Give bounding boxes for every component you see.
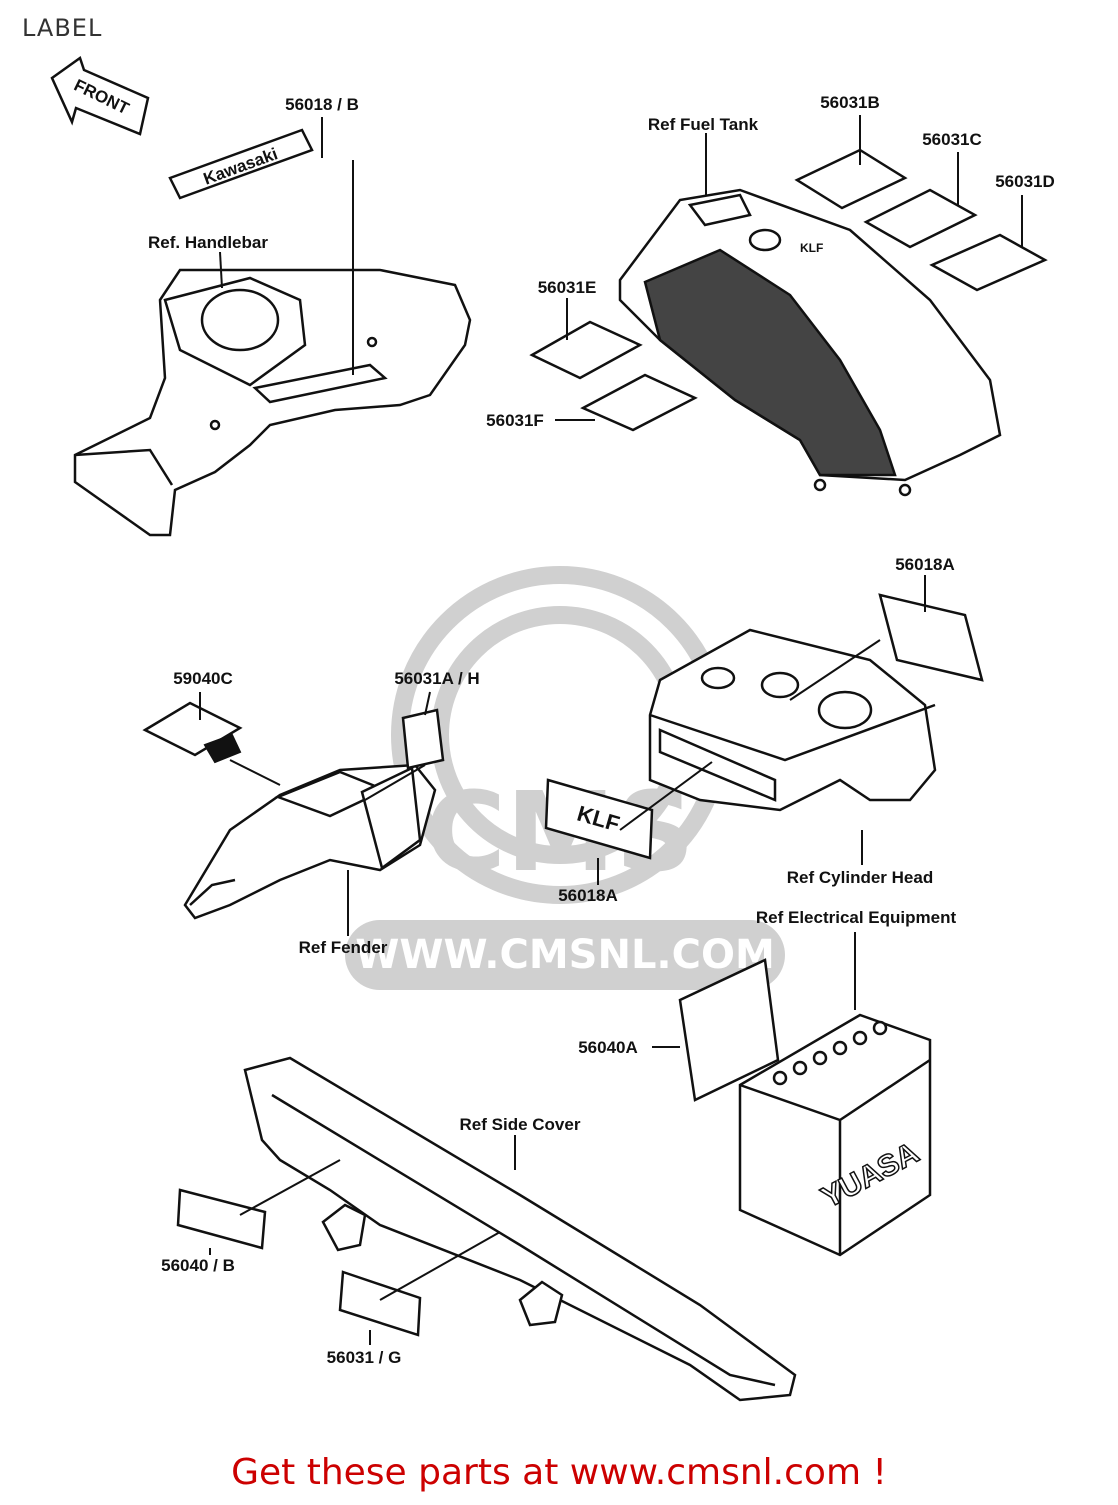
fuel-tank-logo: KLF bbox=[800, 241, 823, 255]
cylinder-head bbox=[648, 628, 937, 812]
cylinder-head-port bbox=[700, 666, 736, 690]
kawasaki-decal-plate bbox=[168, 128, 314, 200]
battery-edges bbox=[739, 1058, 931, 1255]
label-sheet-56040A bbox=[678, 958, 780, 1102]
side-cover-body bbox=[243, 1056, 797, 1402]
fuel-tank-mount bbox=[898, 483, 912, 497]
side-cover-mount bbox=[321, 1203, 367, 1252]
fuel-tank-filler bbox=[687, 193, 752, 227]
battery: YUASA bbox=[738, 1013, 932, 1257]
label-56031G: 56031 / G bbox=[327, 1348, 402, 1367]
label-ref-handlebar: Ref. Handlebar bbox=[148, 233, 268, 252]
label-56031B: 56031B bbox=[820, 93, 880, 112]
battery-cell-caps bbox=[772, 1020, 888, 1086]
fuel-tank-side-panel bbox=[643, 248, 897, 477]
kawasaki-decal: Kawasaki bbox=[168, 128, 314, 200]
footer-cta[interactable]: Get these parts at www.cmsnl.com ! bbox=[231, 1452, 887, 1493]
label-56018B: 56018 / B bbox=[285, 95, 359, 114]
handlebar-cover-edge bbox=[74, 448, 174, 486]
label-56040A: 56040A bbox=[578, 1038, 638, 1057]
cylinder-head-port bbox=[817, 690, 873, 730]
label-sheet-56018A-top bbox=[878, 593, 984, 682]
fuel-tank: KLF bbox=[618, 188, 1002, 497]
battery-body bbox=[738, 1013, 932, 1257]
label-ref-fender: Ref Fender bbox=[299, 938, 388, 957]
fuel-tank-cap bbox=[748, 228, 782, 252]
klf-decal: KLF bbox=[544, 778, 654, 860]
fender-tip bbox=[189, 878, 236, 906]
label-59040C: 59040C bbox=[173, 669, 233, 688]
front-arrow-shape bbox=[50, 55, 150, 136]
label-sheet-56031G bbox=[338, 1270, 422, 1337]
watermark-url-pill bbox=[345, 920, 785, 990]
label-sheet-56031E bbox=[529, 320, 643, 380]
page-title: LABEL bbox=[22, 14, 103, 42]
label-ref-electrical-equipment: Ref Electrical Equipment bbox=[756, 908, 957, 927]
cylinder-head-intake bbox=[658, 728, 777, 802]
klf-decal-plate bbox=[544, 778, 654, 860]
label-ref-side-cover: Ref Side Cover bbox=[460, 1115, 581, 1134]
label-56031D: 56031D bbox=[995, 172, 1055, 191]
watermark-url-text: WWW.CMSNL.COM bbox=[355, 932, 775, 978]
label-56031AH: 56031A / H bbox=[394, 669, 479, 688]
cylinder-head-port bbox=[760, 671, 800, 699]
tank-label-sheets bbox=[529, 148, 1048, 432]
part-labels: 56018 / B Ref. Handlebar Ref Fuel Tank 5… bbox=[148, 93, 1055, 1367]
side-cover bbox=[243, 1056, 797, 1402]
label-sheet-59040C-mark bbox=[203, 733, 242, 764]
label-sheet-56031D bbox=[929, 233, 1048, 292]
kawasaki-decal-text: Kawasaki bbox=[201, 144, 280, 188]
fuel-tank-mount bbox=[813, 478, 827, 492]
leader-lines bbox=[199, 115, 1023, 1345]
label-sheet-56031B bbox=[794, 148, 908, 210]
rear-fender bbox=[183, 763, 437, 920]
handlebar-cover bbox=[73, 268, 472, 537]
handlebar-gauge-hole bbox=[200, 288, 280, 352]
label-56018A-bottom: 56018A bbox=[558, 886, 618, 905]
label-ref-cylinder-head: Ref Cylinder Head bbox=[787, 868, 933, 887]
label-sheet-56031F bbox=[580, 373, 698, 432]
front-direction-arrow: FRONT bbox=[50, 55, 150, 136]
label-56018A-top: 56018A bbox=[895, 555, 955, 574]
label-sheet-56031AH bbox=[401, 708, 445, 770]
label-56031C: 56031C bbox=[922, 130, 982, 149]
label-56031E: 56031E bbox=[538, 278, 597, 297]
label-sheet-56040B bbox=[176, 1188, 267, 1250]
cylinder-head-edge bbox=[649, 703, 936, 762]
label-sheet-56031C bbox=[863, 188, 978, 249]
label-ref-fuel-tank: Ref Fuel Tank bbox=[648, 115, 759, 134]
label-56040B: 56040 / B bbox=[161, 1256, 235, 1275]
side-cover-mount bbox=[518, 1280, 564, 1327]
handlebar-screw-hole bbox=[209, 419, 221, 431]
label-56031F: 56031F bbox=[486, 411, 544, 430]
side-cover-groove bbox=[271, 1093, 776, 1387]
handlebar-screw-hole bbox=[366, 336, 378, 348]
